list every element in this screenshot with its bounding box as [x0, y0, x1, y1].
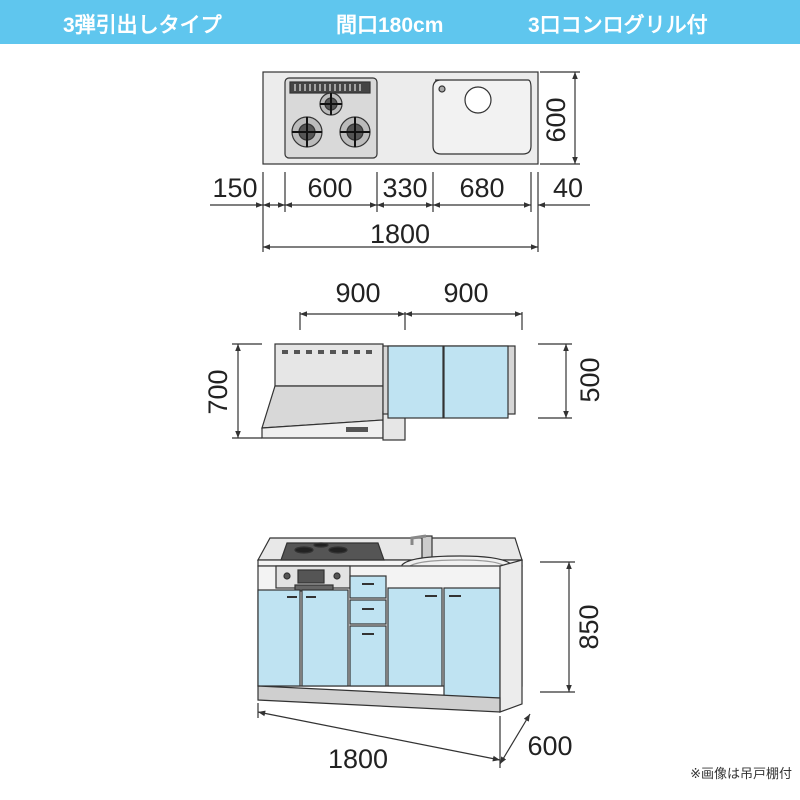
wall-left-width-label: 900 — [335, 278, 380, 308]
front-width-label: 1800 — [328, 744, 388, 774]
stove-label: 3口コンログリル付 — [528, 14, 708, 37]
top-depth-label: 600 — [541, 97, 571, 142]
cabinet-door-right-1 — [387, 587, 443, 687]
cabinet-door-left-2 — [301, 589, 349, 687]
seg-stove-label: 600 — [307, 173, 352, 203]
drawer-middle — [349, 599, 387, 625]
width-label: 間口180cm — [336, 14, 444, 37]
top-dimension-lines — [210, 71, 590, 252]
front-depth-label: 600 — [527, 731, 572, 761]
range-hood — [261, 343, 406, 441]
cabinet-door-left-1 — [257, 589, 301, 687]
wall-dimension-lines — [232, 311, 572, 439]
wall-view — [232, 311, 572, 441]
plinth — [257, 685, 501, 713]
stove-burners — [280, 542, 385, 561]
drawer-bottom — [349, 625, 387, 687]
seg-stove-offset-label: 150 — [212, 173, 257, 203]
title-banner: 3弾引出しタイプ 間口180cm 3口コンログリル付 — [0, 0, 800, 44]
front-dimension-lines — [257, 561, 575, 768]
cabinet-door-right-2 — [443, 587, 501, 699]
front-height-label: 850 — [574, 604, 604, 649]
seg-middle-label: 330 — [382, 173, 427, 203]
sink-top-view — [432, 79, 532, 155]
top-view — [210, 71, 590, 252]
drawer-top — [349, 575, 387, 599]
type-label: 3弾引出しタイプ — [63, 14, 222, 37]
seg-end-label: 40 — [553, 173, 583, 203]
stove-top-view — [284, 77, 378, 159]
top-total-label: 1800 — [370, 219, 430, 249]
cabinet-side-panel — [499, 559, 523, 713]
grill-control-panel — [275, 565, 351, 592]
wall-right-width-label: 900 — [443, 278, 488, 308]
seg-sink-label: 680 — [459, 173, 504, 203]
front-view — [256, 534, 575, 768]
wall-cabinet — [382, 345, 516, 419]
hood-height-label: 700 — [203, 369, 233, 414]
image-note: ※画像は吊戸棚付 — [690, 766, 792, 781]
cabinet-height-label: 500 — [575, 357, 605, 402]
